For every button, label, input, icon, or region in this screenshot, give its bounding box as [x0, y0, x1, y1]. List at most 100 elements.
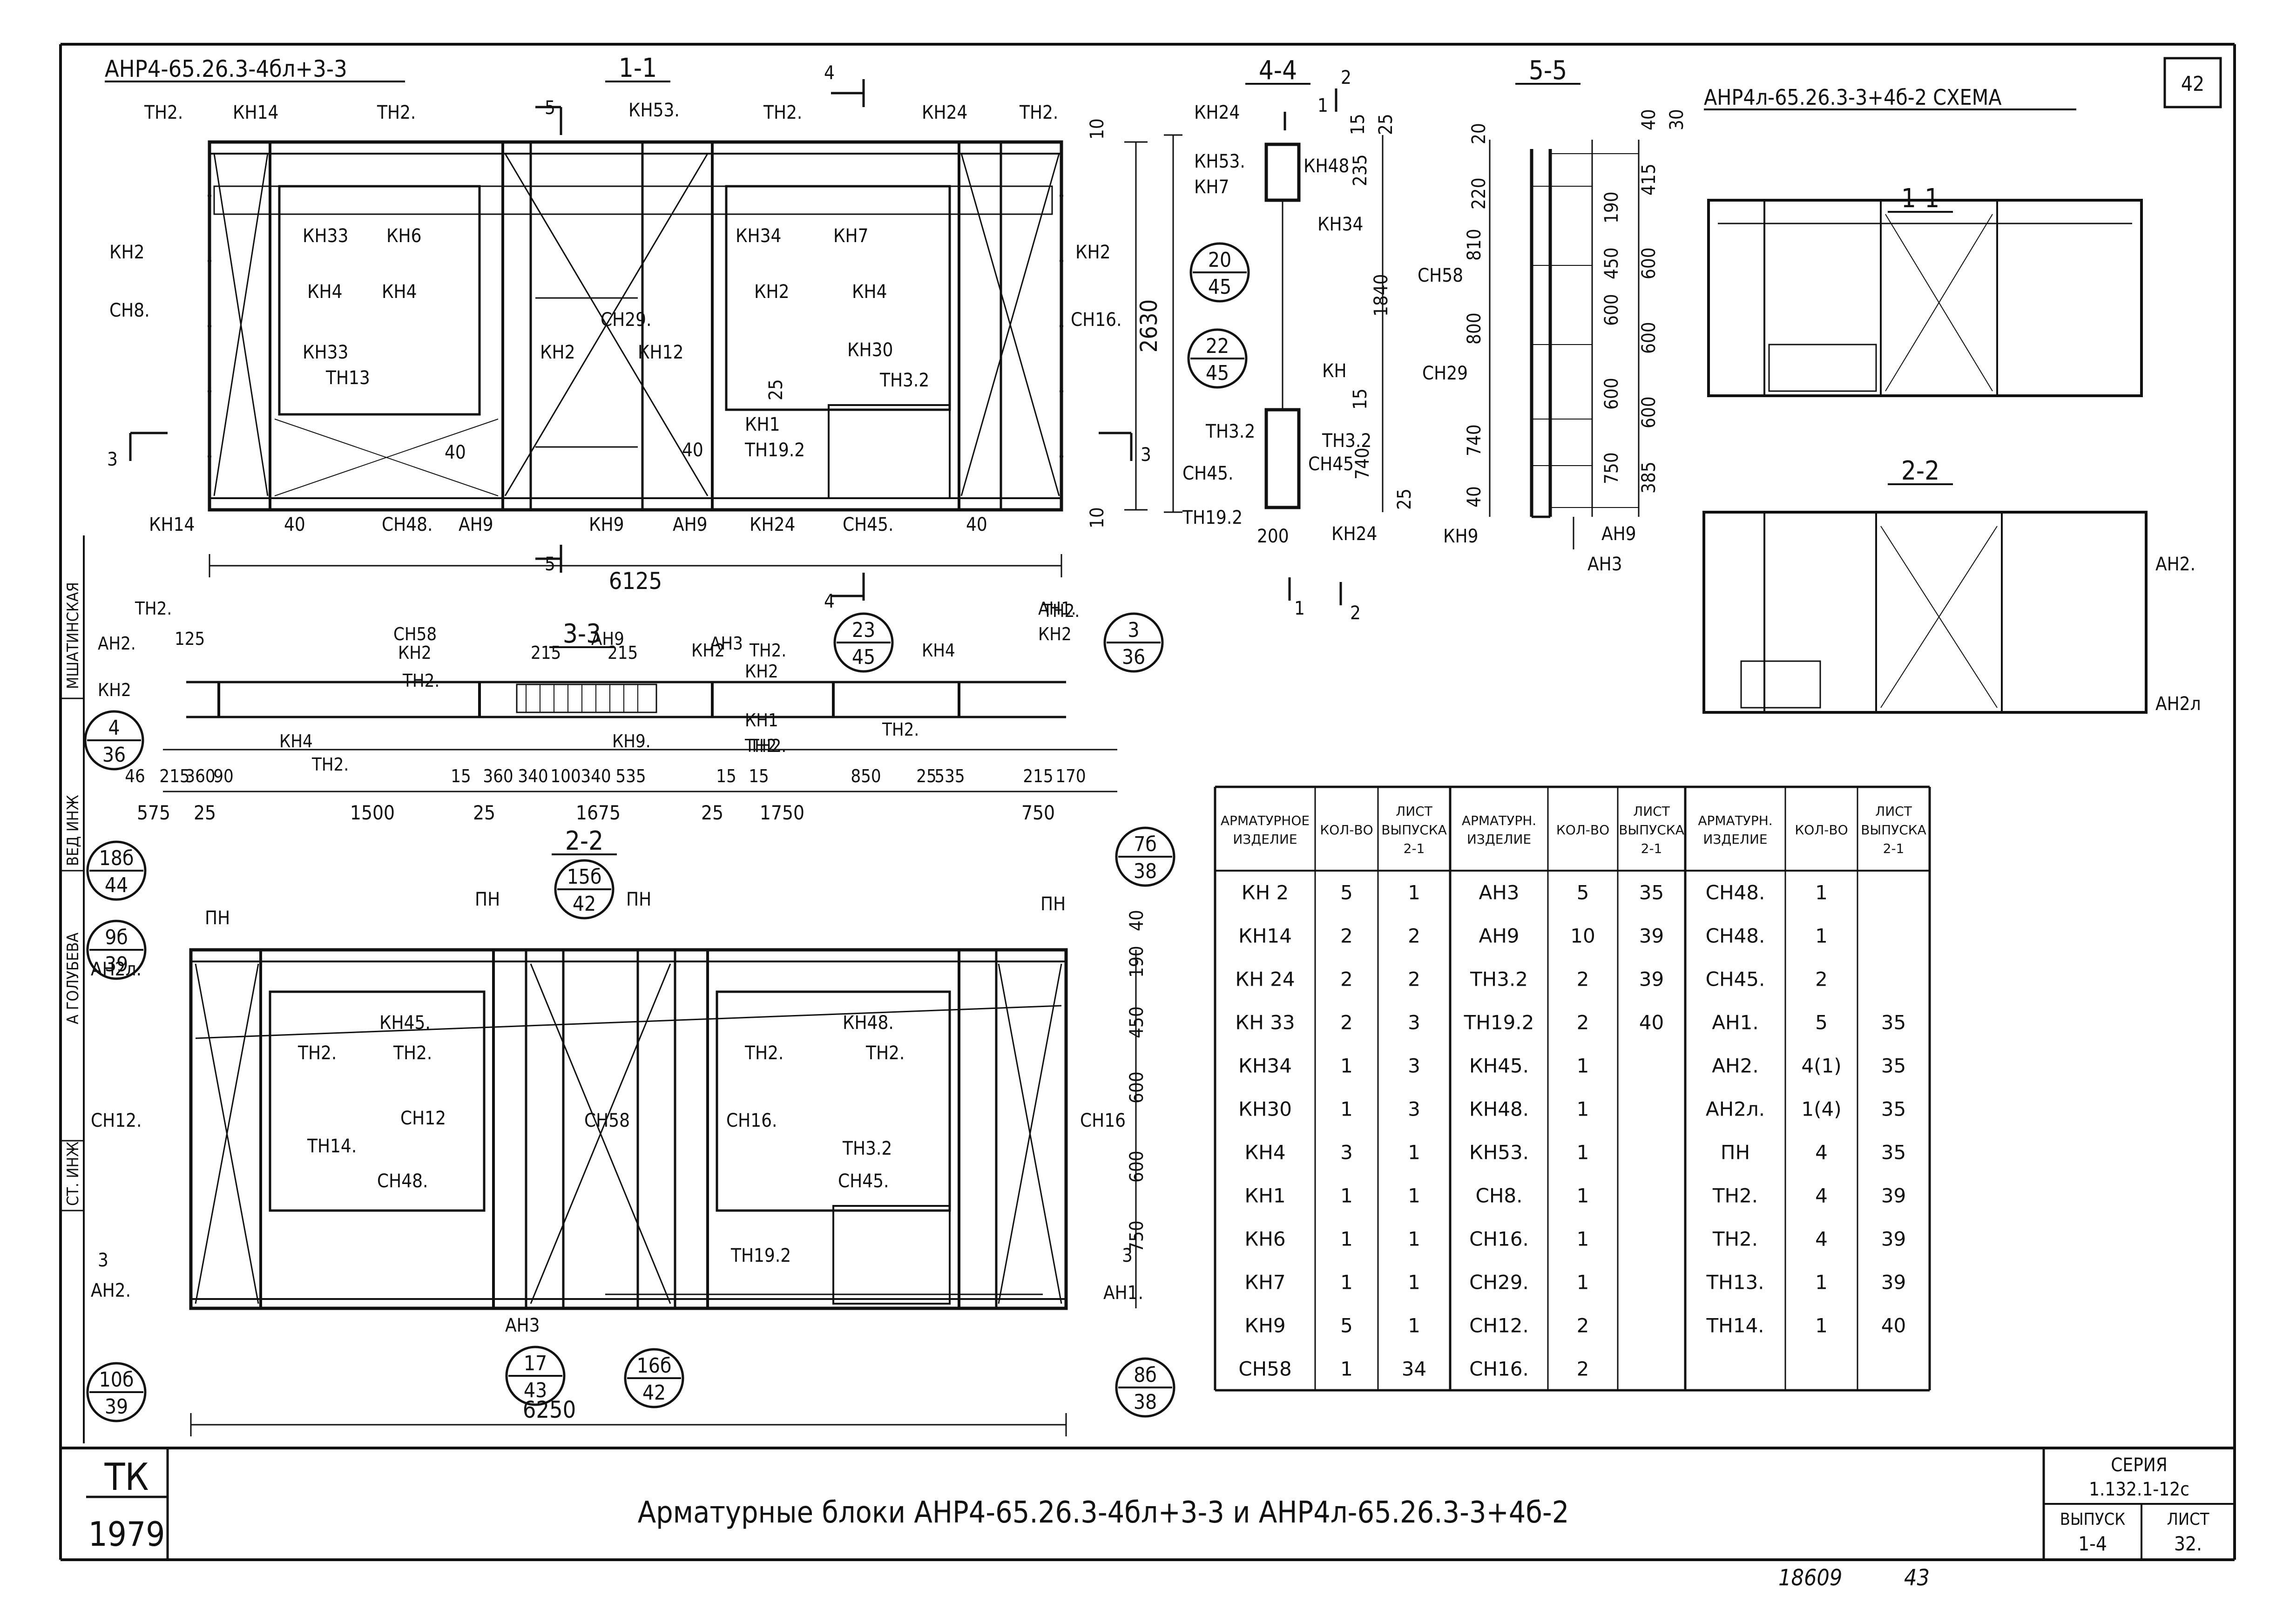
section-title-1-1: 1-1 — [619, 53, 657, 83]
elevation-label: 10 — [1087, 118, 1108, 140]
bottom-elevation-label: СН45. — [838, 1171, 889, 1192]
elevation-label: ТН2. — [1019, 102, 1058, 123]
section-3-3-label: КН2 — [745, 661, 778, 682]
table-cell: 40 — [1881, 1314, 1906, 1337]
table-cell: 40 — [1639, 1011, 1664, 1034]
table-cell: КН9 — [1244, 1314, 1285, 1337]
section-3-3-dim: 25 — [701, 801, 723, 824]
table-cell: АН2. — [1712, 1055, 1758, 1077]
section-4-4-label: СН45 — [1308, 453, 1354, 475]
section-3-3-label: СН58 — [393, 624, 437, 644]
table-cell: КН48. — [1469, 1098, 1529, 1121]
section-3-3-dim: 1675 — [576, 801, 621, 824]
callout-bottom: 45 — [852, 645, 875, 669]
footer-code: 18609 — [1778, 1565, 1842, 1591]
table-cell: 35 — [1881, 1098, 1906, 1121]
table-cell: 39 — [1881, 1271, 1906, 1294]
elevation-label: ТН3.2 — [879, 370, 929, 391]
table-cell: 2 — [1408, 968, 1420, 991]
section-5-5-label: КН9 — [1443, 526, 1479, 547]
elevation-label: СН8. — [109, 300, 150, 321]
section-3-3-dim: 25 — [473, 801, 495, 824]
callout-circle — [1115, 826, 1175, 887]
section-4-4-label: 1840 — [1371, 274, 1392, 317]
callout-circle — [84, 710, 144, 771]
callout-bottom: 38 — [1134, 859, 1157, 883]
stamp-role-senior: СТ. ИНЖ — [64, 1142, 82, 1206]
elevation-label: ТН2. — [144, 102, 183, 123]
schema-drawing — [1702, 199, 2148, 714]
corner-sheet-number: 42 — [2181, 72, 2204, 96]
table-cell: 1 — [1340, 1358, 1353, 1380]
elevation-label: 3 — [107, 449, 118, 470]
footer-page: 43 — [1904, 1565, 1930, 1591]
callout-bottom: 43 — [524, 1379, 547, 1402]
table-cell: СН12. — [1469, 1314, 1529, 1337]
table-cell: 10 — [1570, 925, 1595, 947]
table-cell: 2 — [1577, 1358, 1589, 1380]
section-3-3-drawing — [163, 681, 1117, 792]
table-cell: СН58 — [1238, 1358, 1291, 1380]
elevation-label: КН4 — [382, 281, 417, 303]
section-4-4-label: 740 — [1352, 447, 1373, 480]
table-cell: 2 — [1815, 968, 1828, 991]
table-cell: 1 — [1408, 1141, 1420, 1164]
callout-top: 15б — [567, 865, 602, 889]
table-cell: 3 — [1340, 1141, 1353, 1164]
section-3-3-dim: 340 — [518, 766, 548, 786]
table-cell: КН 2 — [1242, 881, 1289, 904]
section-5-5-label: 220 — [1468, 177, 1490, 210]
section-4-4-label: ТН19.2 — [1182, 507, 1243, 528]
callout-top: 17 — [524, 1352, 547, 1375]
table-cell: 2 — [1577, 968, 1589, 991]
section-4-4-label: 1 — [1294, 598, 1305, 619]
table-cell: ТН19.2 — [1464, 1011, 1534, 1034]
section-3-3-label: АН1. — [1038, 598, 1076, 619]
callout-top: 18б — [99, 846, 134, 870]
elevation-label: КН33 — [303, 225, 348, 247]
spec-table: АРМАТУРНОЕИЗДЕЛИЕКОЛ-ВОЛИСТВЫПУСКА2-1АРМ… — [1214, 785, 1931, 1392]
callout-top: 8б — [1134, 1363, 1157, 1387]
section-4-4-label: КН34 — [1317, 214, 1363, 235]
callout-top: 23 — [852, 618, 875, 642]
bottom-elevation-label: СН58 — [584, 1110, 630, 1131]
section-4-4-label: 2 — [1350, 602, 1361, 624]
callout-bottom: 39 — [105, 1395, 128, 1419]
section-4-4-label: КН — [1322, 360, 1347, 382]
table-header-cell: АРМАТУРН. — [1462, 813, 1536, 828]
callout-top: 22 — [1206, 334, 1229, 358]
elevation-label: КН34 — [736, 225, 781, 247]
schema-labels: АН2.АН2л — [2155, 554, 2201, 715]
bottom-elevation-label: 3 — [98, 1250, 108, 1271]
elevation-label: КН14 — [233, 102, 278, 123]
callout-top: 10б — [99, 1368, 134, 1392]
section-5-5-label: 600 — [1638, 322, 1660, 354]
table-cell: 2 — [1577, 1011, 1589, 1034]
elevation-label: ТН2. — [763, 102, 802, 123]
bottom-elevation — [189, 948, 1137, 1436]
section-3-3-label: КН4 — [922, 640, 955, 661]
section-5-5-label: 30 — [1666, 109, 1688, 130]
table-cell: 4 — [1815, 1228, 1828, 1251]
section-3-3-dim: 750 — [1021, 801, 1055, 824]
section-4-4-label: КН7 — [1194, 176, 1229, 198]
schema-title-2-2: 2-2 — [1901, 456, 1939, 486]
elevation-label: КН12 — [638, 342, 683, 363]
elevation-label: КН53. — [628, 100, 680, 121]
section-title-2-2: 2-2 — [565, 826, 603, 856]
bottom-elevation-label: ТН2. — [865, 1042, 905, 1064]
elevation-label: ТН2. — [377, 102, 416, 123]
bottom-elevation-label: ПН — [1040, 893, 1066, 915]
elevation-label: 10 — [1087, 507, 1108, 528]
bottom-elevation-label: СН16. — [726, 1110, 777, 1131]
sheet-title: Арматурные блоки АНР4-65.26.3-4бл+3-3 и … — [638, 1495, 1569, 1530]
table-cell: 4 — [1815, 1184, 1828, 1207]
table-header-cell: ИЗДЕЛИЕ — [1467, 832, 1531, 847]
